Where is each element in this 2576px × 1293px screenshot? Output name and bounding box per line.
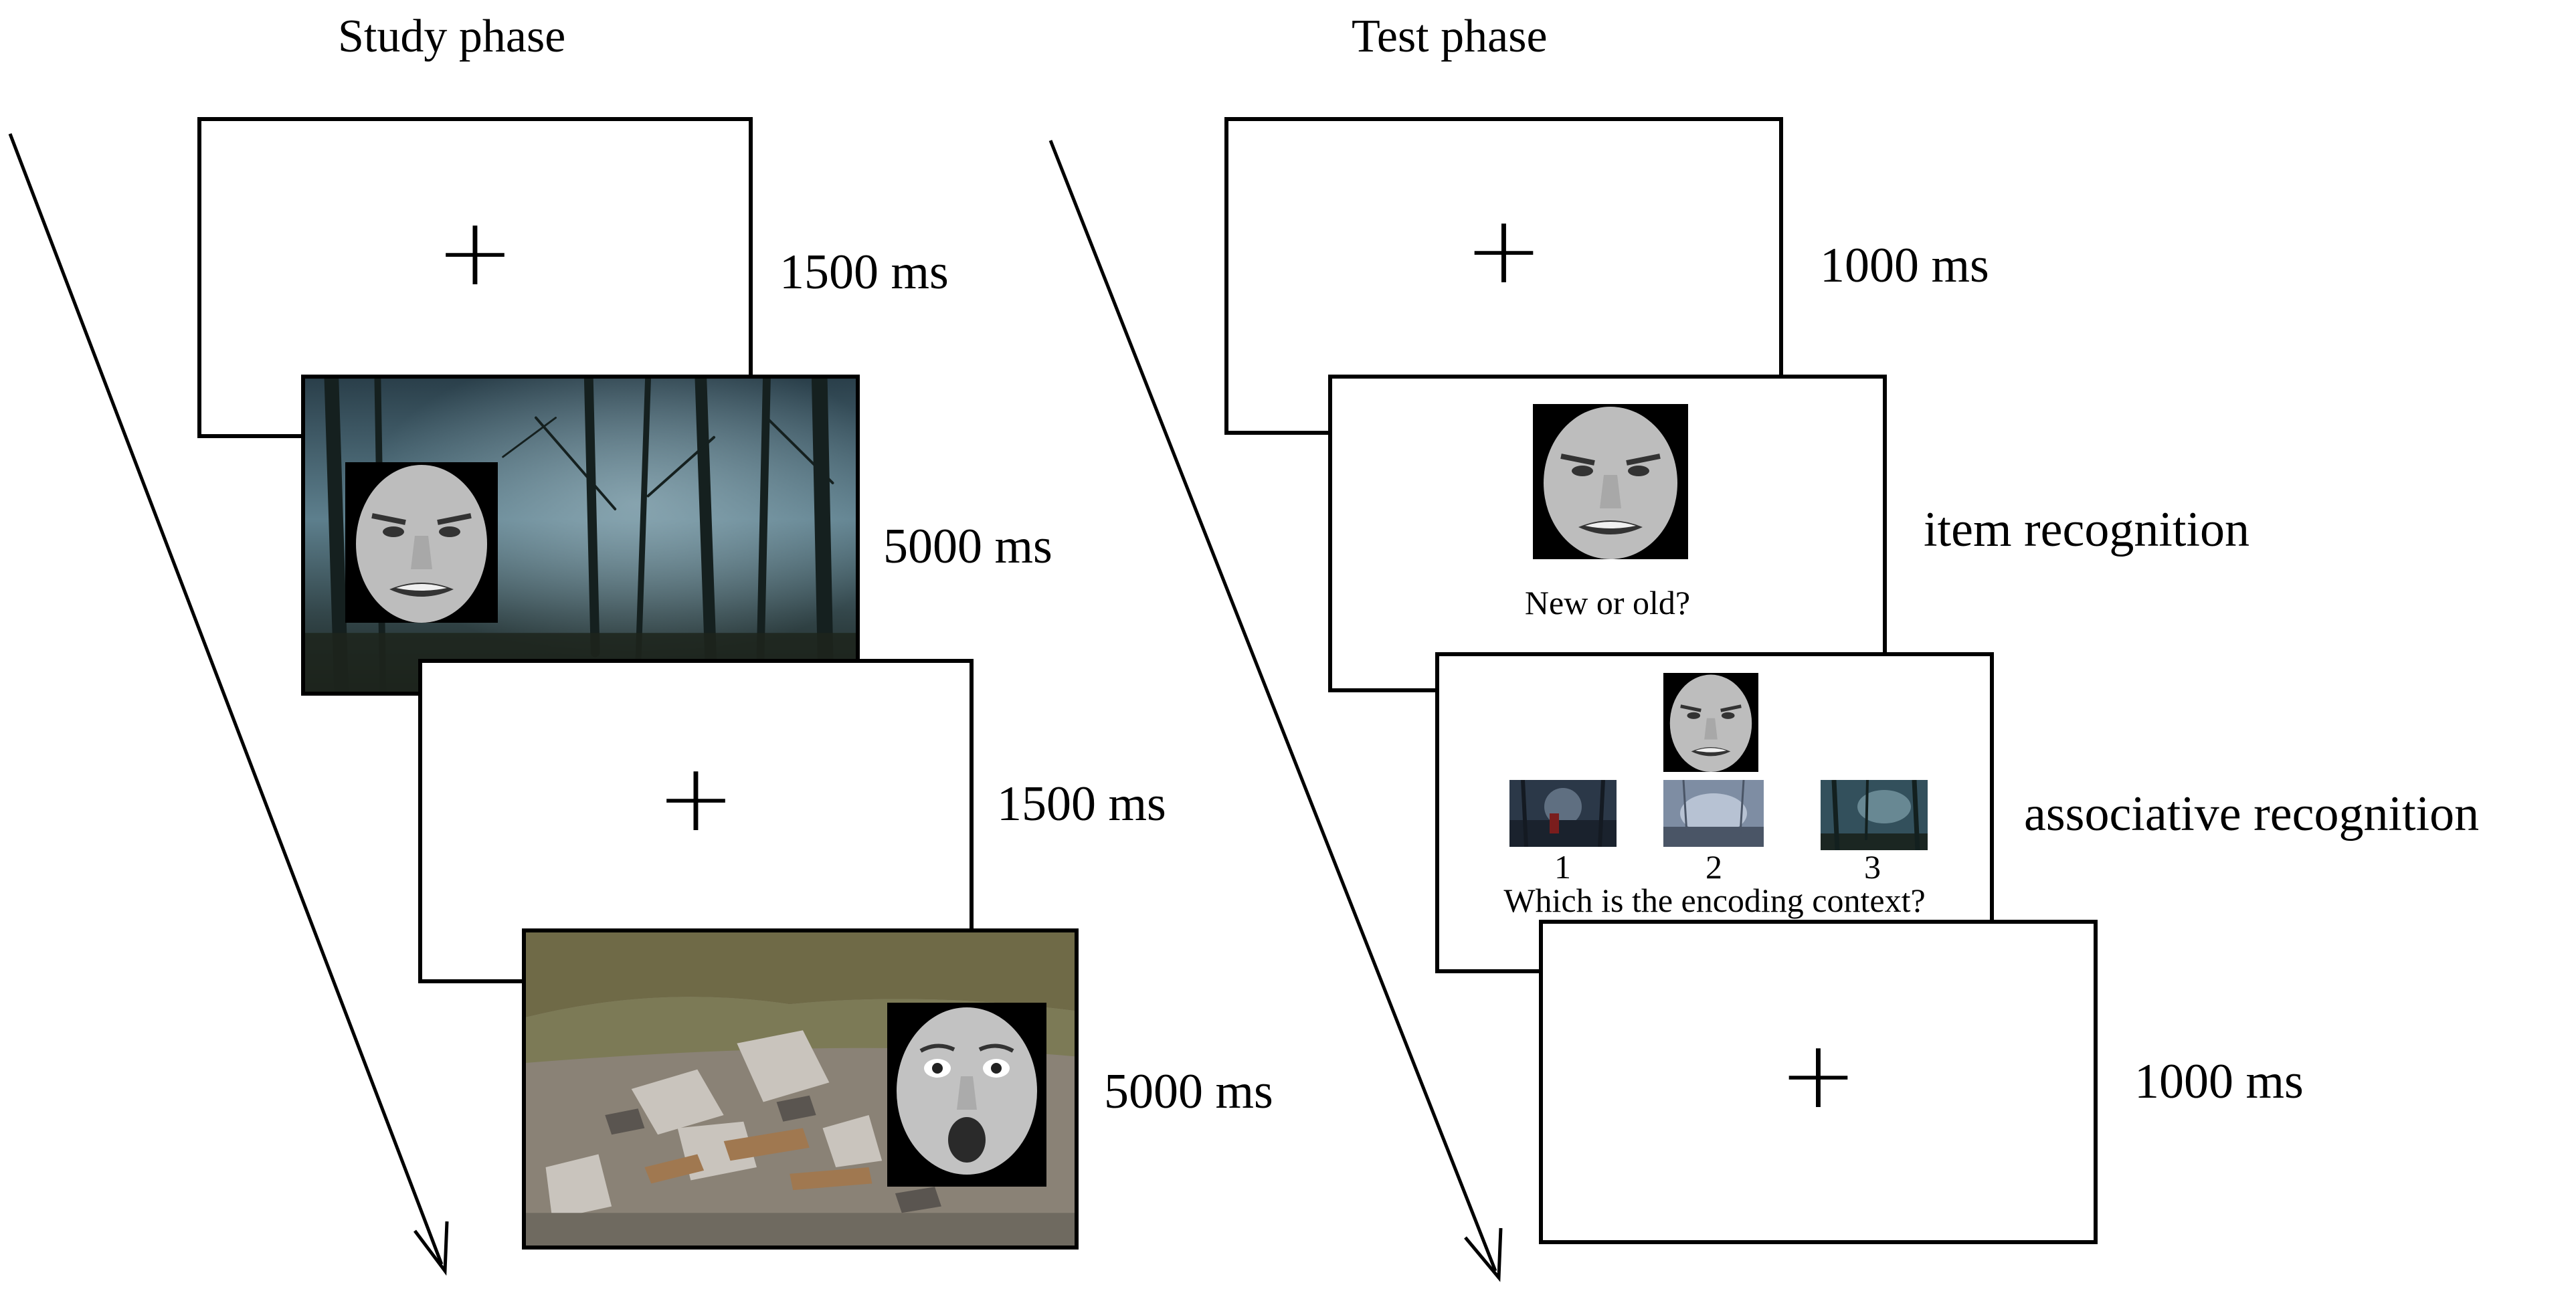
study-scene-1-duration: 5000 ms <box>883 519 1052 574</box>
context-option-3-image[interactable] <box>1821 780 1928 850</box>
angry-face-image <box>345 462 498 623</box>
fixation-cross-icon: + <box>1778 1021 1858 1130</box>
fixation-cross-icon: + <box>1464 196 1544 306</box>
study-scene-2-duration: 5000 ms <box>1104 1064 1273 1119</box>
item-recognition-label: item recognition <box>1924 502 2250 557</box>
fixation-cross-icon: + <box>436 197 515 307</box>
study-fixation-2-duration: 1500 ms <box>997 777 1166 831</box>
item-recognition-screen: New or old? <box>1328 375 1887 692</box>
context-option-1-image[interactable] <box>1509 780 1617 847</box>
context-option-2-image[interactable] <box>1663 780 1764 847</box>
test-fixation-2-duration: 1000 ms <box>2134 1054 2304 1109</box>
associative-recognition-label: associative recognition <box>2024 787 2480 841</box>
study-forest-scene <box>301 375 860 696</box>
test-fixation-screen-2: + <box>1539 920 2098 1244</box>
context-option-3-number: 3 <box>1864 848 1881 886</box>
test-fixation-1-duration: 1000 ms <box>1820 238 1989 293</box>
study-phase-title: Study phase <box>338 11 566 62</box>
study-fixation-1-duration: 1500 ms <box>779 245 949 300</box>
angry-face-image <box>1663 673 1758 772</box>
context-option-2-number: 2 <box>1706 848 1722 886</box>
study-rubble-scene <box>522 928 1079 1250</box>
associative-recognition-question: Which is the encoding context? <box>1503 882 1926 919</box>
fixation-cross-icon: + <box>656 744 735 854</box>
angry-face-image <box>1533 404 1688 559</box>
context-option-1-number: 1 <box>1554 848 1571 886</box>
item-recognition-question: New or old? <box>1524 584 1691 621</box>
surprised-face-image <box>887 1003 1046 1187</box>
test-phase-title: Test phase <box>1352 11 1548 62</box>
